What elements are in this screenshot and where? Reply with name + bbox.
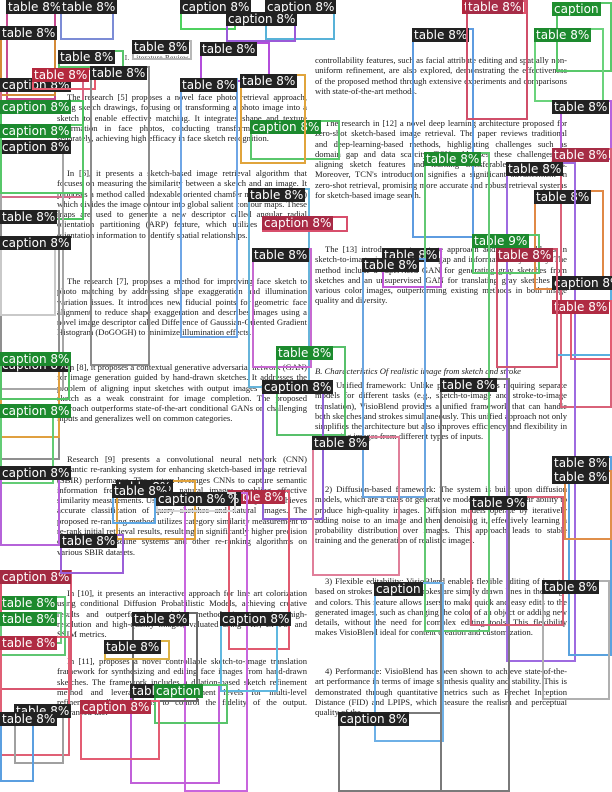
annotation-label: table 8% bbox=[552, 100, 610, 114]
annotation-label: table 8% bbox=[0, 596, 58, 610]
annotation-label: table 8% bbox=[312, 436, 370, 450]
annotation-label: table 8% bbox=[0, 636, 58, 650]
annotation-label: caption 8% bbox=[0, 352, 72, 366]
annotation-label: table 8% bbox=[552, 148, 610, 162]
annotation-label: caption 8% bbox=[262, 216, 334, 230]
annotation-label: table 8% bbox=[60, 0, 118, 14]
annotation-label: caption 8% bbox=[180, 0, 252, 14]
annotation-label: table 8% bbox=[104, 640, 162, 654]
annotation-label: table 8% bbox=[542, 580, 600, 594]
annotation-label: table 8% bbox=[506, 162, 564, 176]
annotation-label: table 8% bbox=[6, 0, 64, 14]
annotation-label: table 8% bbox=[466, 0, 524, 14]
annotation-label: table 8% bbox=[0, 612, 58, 626]
paragraph: controllability features, such as facial… bbox=[315, 55, 567, 96]
annotation-label: table 8% bbox=[132, 40, 190, 54]
annotation-box bbox=[542, 580, 610, 700]
annotation-label: caption 8% bbox=[265, 0, 337, 14]
annotation-label: table 8% bbox=[534, 28, 592, 42]
annotation-label: table 8% bbox=[412, 28, 470, 42]
annotation-label: table 8% bbox=[0, 26, 58, 40]
paragraph: The research [5] proposes a novel face p… bbox=[57, 92, 307, 144]
annotation-box bbox=[180, 78, 238, 338]
annotation-label: table 8% bbox=[496, 248, 554, 262]
annotation-label: table 8% bbox=[552, 470, 610, 484]
annotation-label: caption bbox=[154, 684, 203, 698]
annotation-label: table 8% bbox=[0, 210, 58, 224]
annotation-label: caption 8% bbox=[220, 612, 292, 626]
annotation-label: table 9% bbox=[470, 496, 528, 510]
annotation-label: caption 8% bbox=[80, 700, 152, 714]
annotation-label: table 8% bbox=[552, 456, 610, 470]
annotation-label: table 8% bbox=[248, 188, 306, 202]
annotation-label: table 8% bbox=[58, 50, 116, 64]
annotation-label: table 8% bbox=[362, 258, 420, 272]
annotation-box bbox=[90, 66, 150, 366]
annotation-label: table 8% bbox=[240, 74, 298, 88]
annotation-box bbox=[312, 436, 400, 576]
paragraph: In [6], it presents a sketch-based image… bbox=[57, 168, 307, 240]
annotation-label: table 8% bbox=[180, 78, 238, 92]
annotation-label: caption bbox=[374, 582, 423, 596]
annotation-label: caption 8% bbox=[0, 404, 72, 418]
annotation-label: caption 8% bbox=[0, 124, 72, 138]
annotation-label: table 8% bbox=[60, 534, 118, 548]
annotation-label: caption 8% bbox=[226, 12, 298, 26]
annotation-label: table 8% bbox=[424, 152, 482, 166]
annotation-label: caption 8% bbox=[338, 712, 410, 726]
annotation-label: caption 8% bbox=[0, 100, 72, 114]
annotation-label: caption 8% bbox=[0, 466, 72, 480]
annotation-box bbox=[466, 0, 528, 120]
annotation-box bbox=[496, 248, 558, 368]
annotation-label: caption 8% bbox=[0, 140, 72, 154]
annotation-label: table 8% bbox=[200, 42, 258, 56]
annotation-label: caption 8% bbox=[0, 570, 72, 584]
annotation-label: table 8% bbox=[132, 612, 190, 626]
annotation-label: table 8% bbox=[112, 484, 170, 498]
annotation-label: table 8% bbox=[276, 346, 334, 360]
annotation-label: table 9% bbox=[472, 234, 530, 248]
annotation-label: table 8% bbox=[90, 66, 148, 80]
annotation-label: caption 8% bbox=[262, 380, 334, 394]
annotation-label: table 8% bbox=[0, 712, 58, 726]
annotation-label: caption 8% bbox=[0, 236, 72, 250]
annotation-label: table 8% bbox=[32, 68, 90, 82]
paragraph: In [8], it proposes a contextual generat… bbox=[57, 362, 307, 424]
annotation-label: table 8% bbox=[552, 300, 610, 314]
paragraph: The research [7], proposes a method for … bbox=[57, 276, 307, 338]
annotation-label: caption 8% bbox=[552, 276, 612, 290]
annotation-label: table 8% bbox=[440, 378, 498, 392]
annotation-label: caption 8% bbox=[250, 120, 322, 134]
annotation-label: caption bbox=[552, 2, 601, 16]
annotation-label: table 8% bbox=[252, 248, 310, 262]
subsection-heading: B. Characteristics Of realistic image fr… bbox=[315, 366, 521, 376]
annotation-label: caption 8% bbox=[156, 492, 228, 506]
